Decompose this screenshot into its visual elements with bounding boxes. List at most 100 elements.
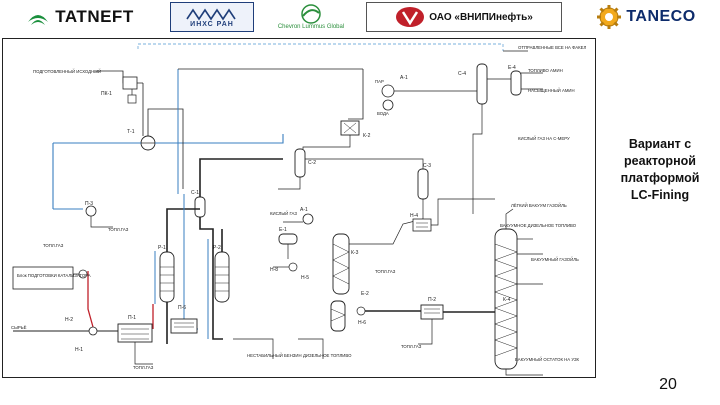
naphtha-line (233, 338, 274, 359)
h4-to-k4-line (431, 198, 495, 226)
process-flow-diagram: ПК-1 Т-1 П-3 С-1 Р-1 Р-2 Н-2 Н-1 П-1 А-1… (2, 38, 596, 378)
a1-lower-cooler (302, 213, 314, 225)
tag-e4: Е-4 (508, 65, 516, 71)
label-fuel-gas-p2: ТОПЛ.ГАЗ (401, 344, 422, 349)
hot-red-line-1 (87, 271, 94, 328)
c4-bottom-line (472, 104, 483, 214)
tag-e1: Е-1 (279, 227, 287, 233)
h6-pump (356, 306, 366, 316)
h2-pump (88, 326, 98, 336)
k4-trays (494, 243, 518, 357)
k4-top-line (505, 208, 514, 229)
k3-to-h4-line (349, 218, 424, 245)
flare-header-line (137, 43, 504, 51)
vnipineft-emblem-icon (396, 7, 425, 27)
c4-column (476, 63, 488, 105)
c2-to-c3-line (305, 158, 424, 169)
tag-c2: С-2 (308, 160, 316, 166)
tag-p1: П-1 (128, 315, 136, 321)
tag-a1: А-1 (300, 207, 308, 213)
process-flow-svg: ПК-1 Т-1 П-3 С-1 Р-1 Р-2 Н-2 Н-1 П-1 А-1… (11, 43, 587, 376)
p1-top-line (166, 208, 200, 252)
p2-coils (424, 308, 440, 314)
label-diesel: ДИЗЕЛЬНОЕ ТОПЛИВО (303, 353, 352, 358)
p3b-coils (174, 322, 194, 328)
k3-lower-column (330, 300, 346, 332)
tag-a1a: А-1 (400, 75, 408, 81)
h4-internals (416, 222, 428, 228)
label-vac-gasoil-heavy: ВАКУУМНОЕ ДИЗЕЛЬНОЕ ТОПЛИВО (500, 223, 577, 228)
caption-line-1: Вариант с (628, 137, 692, 151)
reactor-p1 (159, 251, 175, 303)
slide-caption: Вариант с реакторной платформой LC-Finin… (602, 136, 718, 204)
c2-bottom-line (278, 177, 301, 190)
vnipineft-logo: ОАО «ВНИПИнефть» (366, 2, 562, 32)
p3b-furnace (170, 318, 198, 334)
tag-c3: С-3 (423, 163, 431, 169)
tag-e2: Е-2 (361, 291, 369, 297)
tag-p2b: Р-2 (213, 245, 221, 251)
tag-p2: П-2 (428, 297, 436, 303)
p3-furnace (85, 205, 97, 217)
top-to-k2-line (348, 69, 364, 120)
tag-k4: К-4 (503, 297, 511, 303)
tag-hb: Н-6 (358, 320, 366, 326)
tatneft-logo-text: TATNEFT (55, 7, 134, 26)
tag-n2: Н-2 (65, 317, 73, 323)
k4-residue-out (505, 369, 543, 376)
c1-bottom-heavy-line (199, 217, 223, 340)
tag-t1: Т-1 (127, 129, 135, 135)
a1-cooler-bottom (382, 99, 394, 111)
label-feed-top: ПОДГОТОВЛЕННЫЙ ИСХОДНЫЙ (33, 69, 101, 74)
pk1-vessel (122, 76, 138, 90)
label-fuel-gas-k3: ТОПЛ.ГАЗ (375, 269, 396, 274)
k3-trays (332, 243, 350, 285)
e4-vessel (510, 70, 522, 96)
label-fuel-gas-bottom: ТОПЛ.ГАЗ (133, 365, 154, 370)
label-sour-gas-mid: КИСЛЫЙ ГАЗ (270, 211, 297, 216)
tag-c4: С-4 (458, 71, 466, 77)
label-sour-gas: КИСЛЫЙ ГАЗ НА С-МЕРУ (518, 136, 570, 141)
inhs-ras-logo-text: ИНХС РАН (190, 20, 234, 28)
tag-c1: С-1 (191, 190, 199, 196)
catalyst-block (12, 266, 74, 290)
chevron-lummus-global-logo: Chevron Lummus Global (268, 2, 354, 32)
p2-fuel-line (418, 319, 433, 345)
t1-upper-loop (147, 108, 184, 189)
p3-fuel-line (90, 216, 113, 228)
label-sour-water: ТОПЛИВО АМИН (528, 68, 563, 73)
label-vac-residue: ВАКУУМНЫЙ ОСТАТОК НА УЗК (515, 357, 580, 362)
reactor-p2-internals (215, 266, 229, 292)
tag-p6: П-6 (178, 305, 186, 311)
tag-k3: К-3 (351, 250, 359, 256)
caption-line-2: реакторной (624, 154, 696, 168)
k2-internals (343, 122, 357, 134)
tag-pk1: ПК-1 (101, 91, 112, 97)
caption-line-3: платформой (620, 171, 700, 185)
reactor-p1-internals (160, 266, 174, 292)
label-flare-top: ОТПРАВЛЕННЫЕ ВСЕ НА ФАКЕЛ (518, 45, 587, 50)
p1-furnace (117, 323, 153, 343)
label-raw: СЫРЬЁ (11, 325, 27, 330)
c1-separator (194, 196, 206, 218)
k2-down-line (302, 135, 351, 149)
e1-separator (278, 233, 298, 245)
tag-ha: Н-4 (410, 213, 418, 219)
pk1-pump (127, 94, 137, 104)
label-water-a1b: ВОДА (377, 111, 389, 116)
slide-number: 20 (659, 376, 677, 393)
p1-furnace-coils (121, 328, 149, 340)
c2-separator (294, 148, 306, 178)
a1-cooler-top (381, 84, 395, 98)
label-vac-gasoil-light: ЛЁГКИЙ ВАКУУМ ГАЗОЙЛЬ (511, 203, 567, 208)
taneco-logo: TANECO (586, 2, 706, 32)
label-vac-gasoil: ВАКУУМНЫЙ ГАЗОЙЛЬ (531, 257, 579, 262)
tatneft-emblem-icon (28, 15, 49, 25)
c3-column (417, 168, 429, 200)
tag-n1: Н-1 (75, 347, 83, 353)
tag-p3: П-3 (85, 201, 93, 207)
h4-exchanger (412, 218, 432, 232)
c1-top-heavy-line (199, 158, 283, 197)
p2-furnace (420, 304, 444, 320)
caption-line-4: LC-Fining (630, 188, 690, 202)
